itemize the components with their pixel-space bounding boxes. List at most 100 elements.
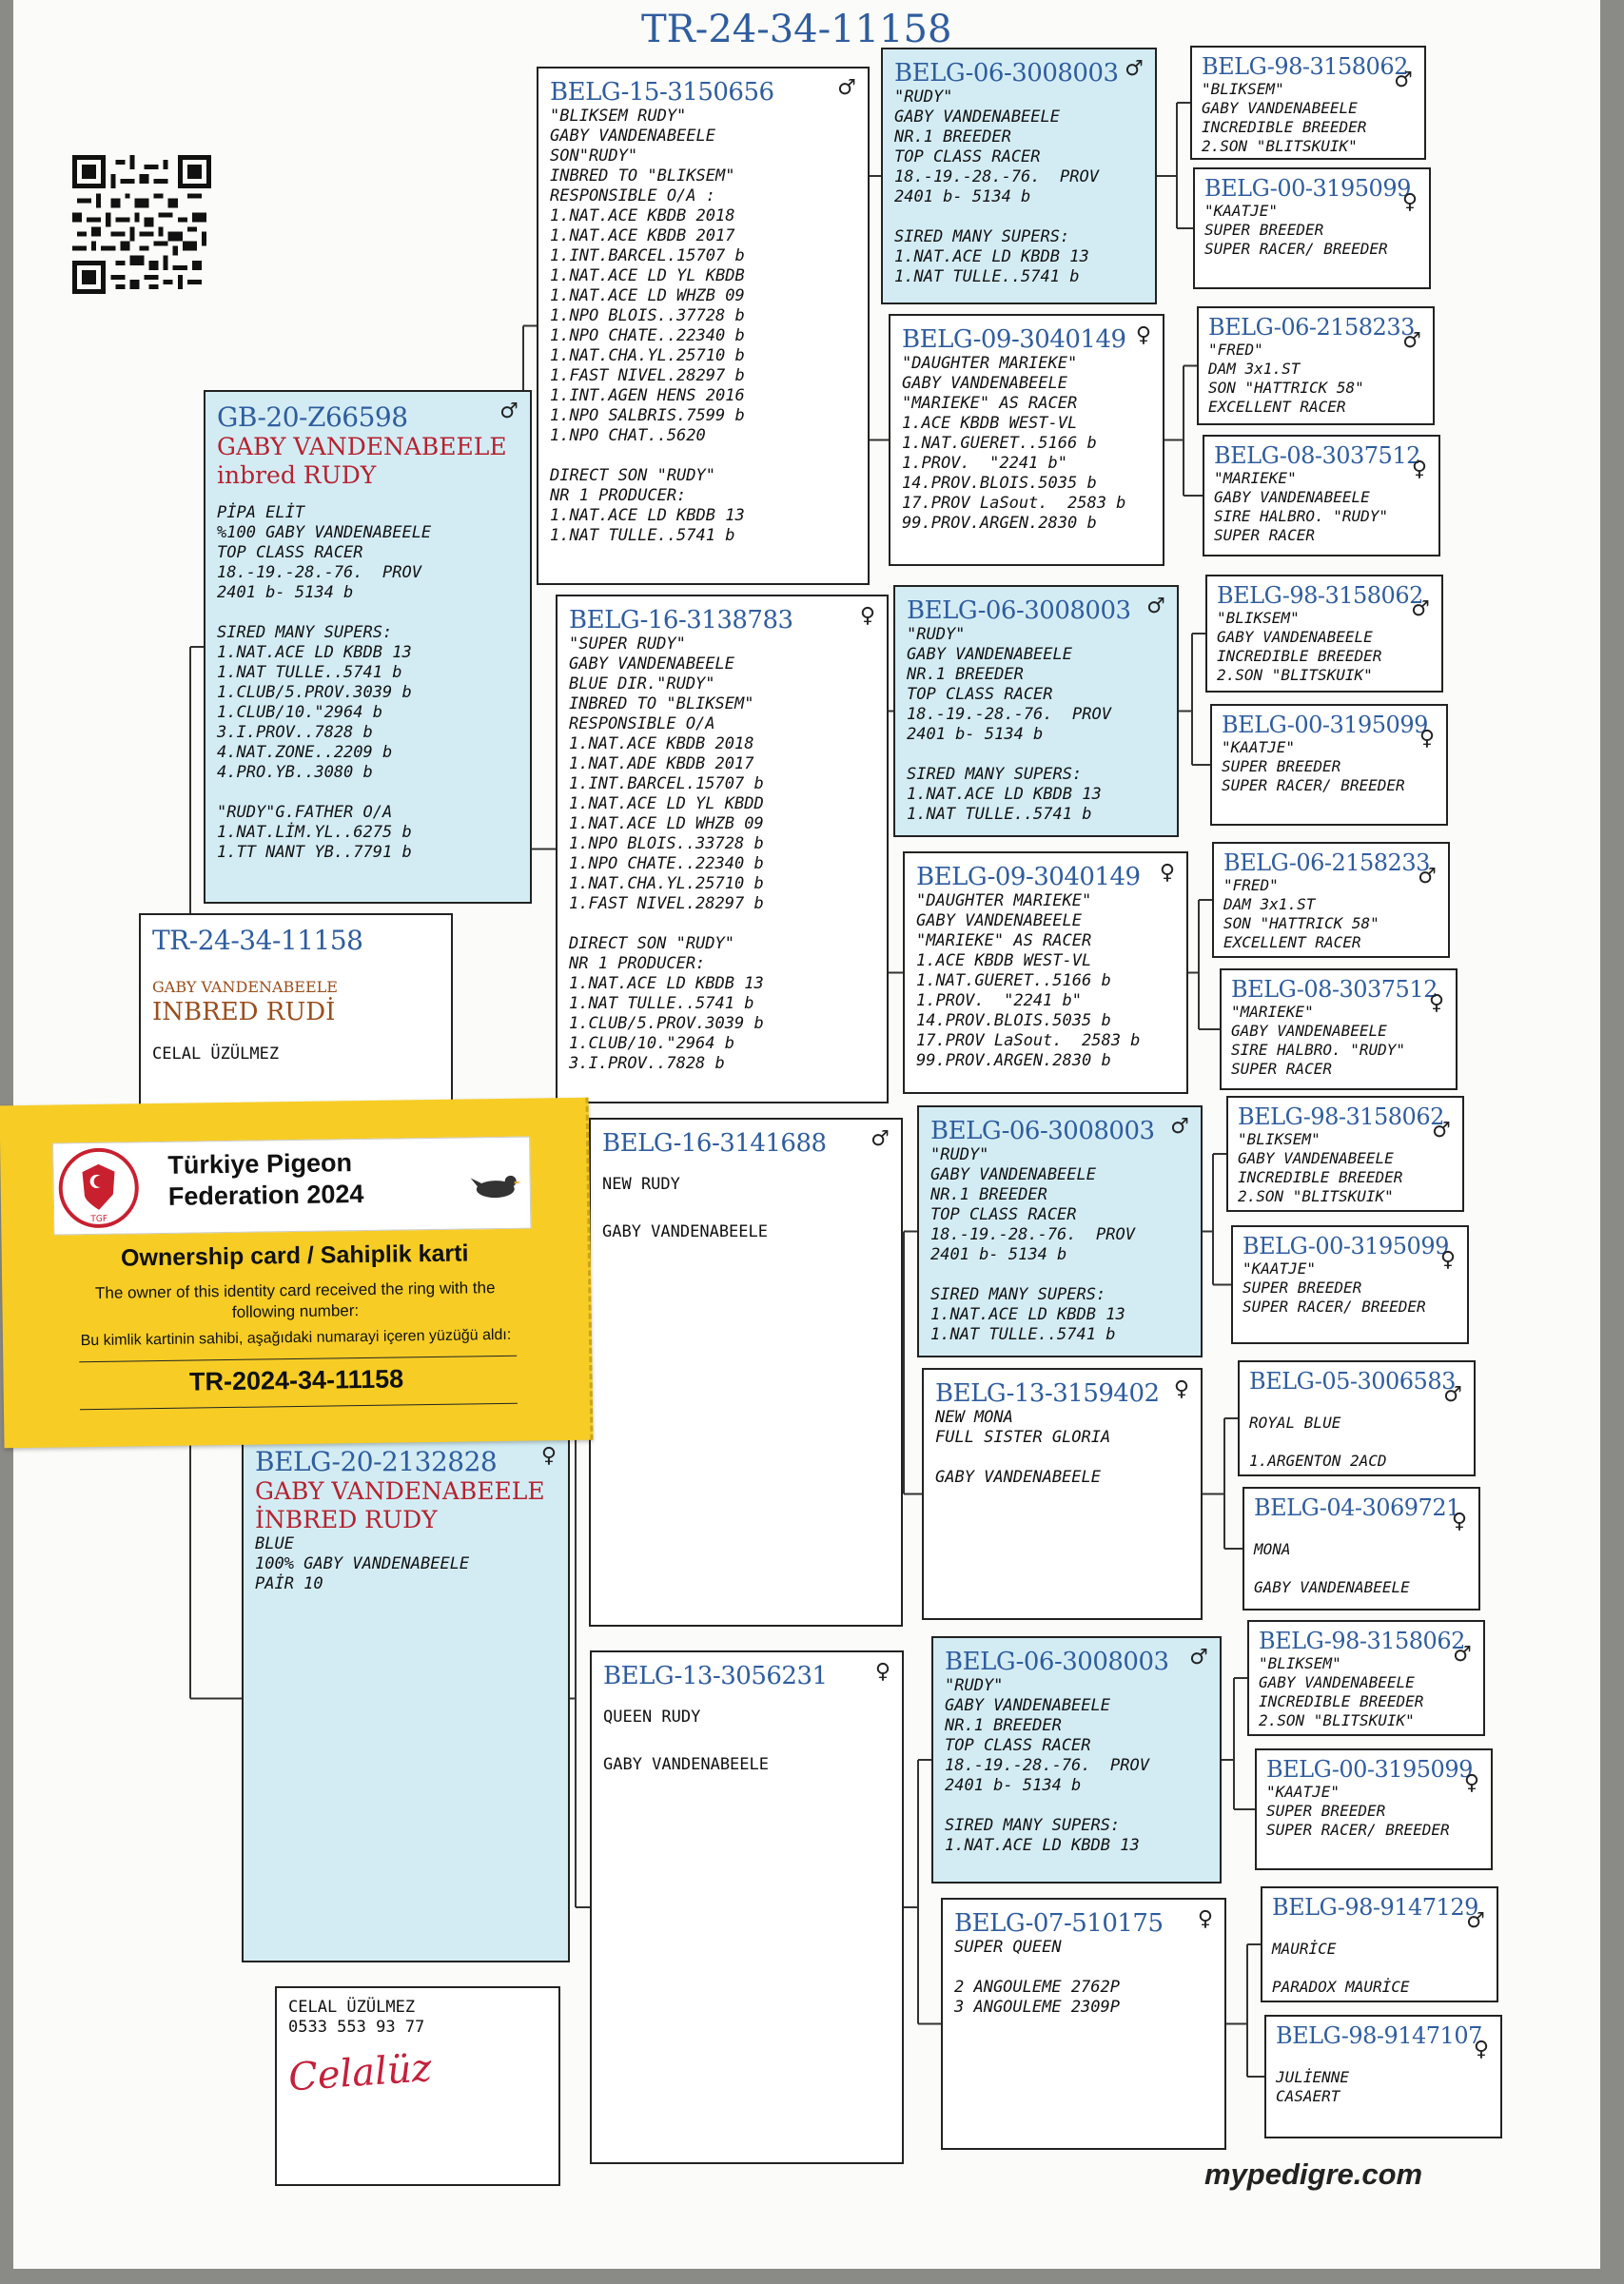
ancestor-detail: NR.1 BREEDER	[907, 665, 1024, 684]
ancestor-detail: 1.NAT TULLE..5741 b	[569, 994, 754, 1013]
ancestor-detail: 1.NAT.ACE LD YL KBDD	[569, 794, 764, 813]
ancestor-detail: 1.NAT.GUERET..5166 b	[916, 971, 1111, 990]
male-icon: ♂	[1411, 597, 1430, 621]
ancestor-detail: 1.CLUB/5.PROV.3039 b	[569, 1014, 764, 1033]
ancestor-detail	[894, 207, 1144, 227]
ancestor-detail: "SUPER RUDY"	[569, 634, 686, 654]
connector-line	[1203, 1417, 1242, 1550]
ancestor-ring: BELG-09-3040149	[916, 863, 1141, 891]
owner-phone: 0533 553 93 77	[288, 2018, 425, 2037]
ancestor-ring: BELG-00-3195099	[1204, 175, 1411, 202]
dam-line: BLUE	[255, 1534, 294, 1553]
ancestor-detail: GABY VANDENABEELE	[1214, 488, 1370, 506]
ancestor-ring: BELG-98-3158062	[1259, 1628, 1465, 1654]
ancestor-detail	[603, 1731, 890, 1751]
ancestor-detail: SIRED MANY SUPERS:	[894, 227, 1070, 246]
ancestor-detail: GABY VANDENABEELE	[916, 911, 1082, 930]
ancestor-detail: NR.1 BREEDER	[930, 1185, 1047, 1204]
sire-line: "RUDY"G.FATHER O/A	[217, 803, 393, 822]
ancestor-detail: "MARIEKE"	[1231, 1003, 1314, 1021]
pedigree-gen4-box: BELG-08-3037512♀"MARIEKE"GABY VANDENABEE…	[1203, 435, 1440, 556]
ancestor-detail: "KAATJE"	[1204, 202, 1279, 220]
ancestor-ring: BELG-15-3150656	[550, 78, 774, 107]
ancestor-detail: "FRED"	[1223, 876, 1279, 894]
ancestor-detail	[954, 1958, 1213, 1978]
ancestor-detail: 1.NAT.ACE LD KBDB 13	[945, 1836, 1140, 1855]
dam-breeder: GABY VANDENABEELE	[255, 1477, 545, 1505]
pedigree-gen2-box: BELG-13-3056231♀QUEEN RUDY GABY VANDENAB…	[590, 1650, 904, 2164]
male-icon: ♂	[1189, 1646, 1208, 1669]
ancestor-detail	[1249, 1395, 1464, 1414]
ancestor-detail: 2 ANGOULEME 2762P	[954, 1978, 1120, 1997]
svg-text:TGF: TGF	[89, 1215, 108, 1224]
ancestor-detail: 1.FAST NIVEL.28297 b	[550, 366, 745, 385]
female-icon: ♀	[1197, 1907, 1213, 1931]
male-icon: ♂	[1432, 1119, 1451, 1142]
male-icon: ♂	[1453, 1643, 1472, 1667]
sire-line	[217, 603, 519, 623]
ancestor-ring: BELG-00-3195099	[1222, 712, 1428, 738]
ancestor-detail: SUPER BREEDER	[1204, 221, 1324, 239]
ancestor-detail: SIRE HALBRO. "RUDY"	[1214, 507, 1389, 525]
ancestor-detail: TOP CLASS RACER	[945, 1736, 1091, 1755]
dam-line: 100% GABY VANDENABEELE	[255, 1554, 470, 1573]
ancestor-detail: 1.NAT.ACE KBDB 2018	[569, 734, 754, 753]
ancestor-ring: BELG-98-3158062	[1217, 582, 1423, 609]
ancestor-detail: DAM 3x1.ST	[1223, 895, 1316, 913]
sire-line: 1.CLUB/10."2964 b	[217, 703, 382, 722]
ancestor-detail: 1.ACE KBDB WEST-VL	[916, 951, 1092, 970]
male-icon: ♂	[1402, 329, 1421, 353]
sire-line: TOP CLASS RACER	[217, 543, 363, 562]
ancestor-detail: NR 1 PRODUCER:	[550, 486, 687, 505]
ancestor-ring: BELG-09-3040149	[902, 325, 1126, 354]
ancestor-detail: PARADOX MAURİCE	[1272, 1978, 1410, 1996]
ancestor-detail	[1249, 1433, 1464, 1452]
ancestor-detail: GABY VANDENABEELE	[1202, 99, 1358, 117]
ancestor-detail: NEW RUDY	[602, 1175, 680, 1194]
subject-name: INBRED RUDİ	[152, 998, 336, 1026]
ancestor-detail: RESPONSIBLE O/A	[569, 714, 715, 733]
ancestor-detail: 1.NPO BLOIS..37728 b	[550, 306, 745, 325]
sire-name: inbred RUDY	[217, 461, 377, 489]
male-icon: ♂	[1125, 57, 1144, 81]
ancestor-ring: BELG-06-2158233	[1223, 849, 1430, 876]
ancestor-detail: 1.NAT TULLE..5741 b	[550, 526, 735, 545]
ancestor-detail: 1.NAT TULLE..5741 b	[907, 805, 1092, 824]
ancestor-ring: BELG-13-3159402	[935, 1379, 1160, 1408]
sire-line: PİPA ELİT	[217, 503, 305, 522]
ancestor-ring: BELG-16-3141688	[602, 1129, 827, 1158]
qr-code-icon	[72, 155, 211, 294]
ancestor-detail	[1254, 1559, 1469, 1578]
ancestor-detail: 1.NAT.ACE LD WHZB 09	[569, 814, 764, 833]
dam-line: PAİR 10	[255, 1574, 323, 1593]
ancestor-detail: ROYAL BLUE	[1249, 1414, 1341, 1432]
ancestor-detail: SUPER RACER/ BREEDER	[1204, 240, 1388, 258]
ancestor-detail	[602, 1199, 890, 1219]
sire-line: 1.NAT.ACE LD KBDB 13	[217, 643, 412, 662]
ancestor-detail: "RUDY"	[907, 625, 966, 644]
ancestor-detail	[1272, 1959, 1487, 1978]
ancestor-detail: GABY VANDENABEELE	[1231, 1022, 1387, 1040]
female-icon: ♀	[859, 604, 875, 628]
ancestor-detail: NR.1 BREEDER	[894, 127, 1011, 146]
ancestor-detail: "BLIKSEM"	[1217, 609, 1300, 627]
subject-owner: CELAL ÜZÜLMEZ	[152, 1044, 280, 1064]
sire-line: 4.NAT.ZONE..2209 b	[217, 743, 393, 762]
ancestor-ring: BELG-13-3056231	[603, 1662, 828, 1690]
sire-line: 4.PRO.YB..3080 b	[217, 763, 373, 782]
ancestor-detail: TOP CLASS RACER	[894, 147, 1041, 166]
ancestor-detail: INBRED TO "BLIKSEM"	[569, 694, 754, 713]
ancestor-detail	[1254, 1521, 1469, 1540]
ancestor-detail: SON"RUDY"	[550, 146, 638, 166]
ancestor-detail	[907, 745, 1165, 765]
pedigree-gen4-box: BELG-98-9147129♂ MAURİCE PARADOX MAURİCE	[1261, 1886, 1498, 2002]
ancestor-detail: SUPER RACER/ BREEDER	[1222, 776, 1405, 794]
ancestor-detail: CASAERT	[1276, 2087, 1340, 2105]
male-icon: ♂	[871, 1127, 890, 1151]
